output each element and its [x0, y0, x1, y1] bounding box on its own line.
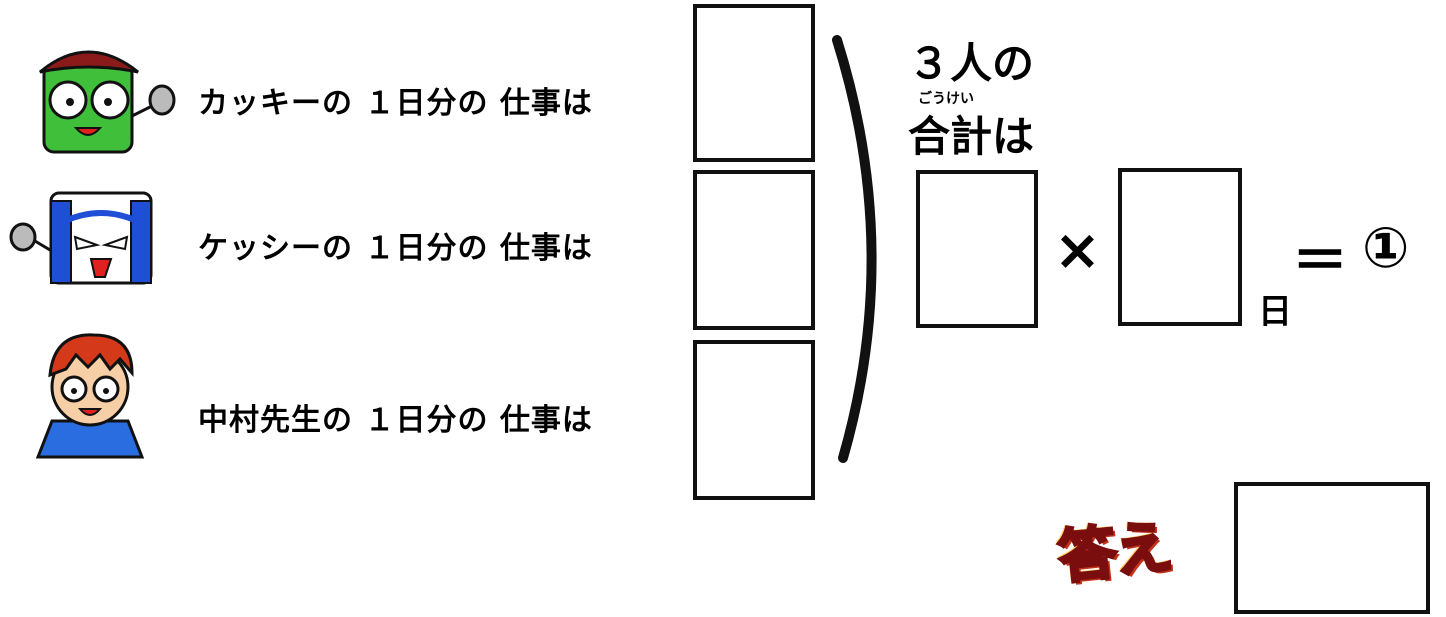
total-line1: ３人の — [908, 39, 1035, 88]
row-label-nakamura: 中村先生の １日分の 仕事は — [198, 403, 593, 438]
days-box[interactable] — [1118, 168, 1242, 326]
row-label-kakki: カッキーの １日分の 仕事は — [198, 86, 593, 121]
total-line2: 合計は — [908, 112, 1035, 161]
answer-label: 答え — [1054, 511, 1176, 593]
day-unit: 日 — [1258, 292, 1292, 332]
kesshi-daily-work-box[interactable] — [693, 170, 815, 330]
nakamura-daily-work-box[interactable] — [693, 340, 815, 500]
times-sign: × — [1054, 218, 1101, 283]
answer-box[interactable] — [1234, 482, 1430, 614]
circled-one-marker: ① — [1362, 216, 1410, 281]
kakki-daily-work-box[interactable] — [693, 4, 815, 162]
total-ruby: ごうけい — [918, 91, 974, 107]
closing-bracket — [832, 35, 877, 463]
teacher-avatar — [35, 333, 145, 459]
white-blue-character-avatar — [9, 191, 153, 285]
row-label-kesshi: ケッシーの １日分の 仕事は — [198, 231, 593, 266]
total-daily-work-box[interactable] — [916, 170, 1038, 328]
equals-sign: ＝ — [1292, 229, 1348, 294]
green-character-avatar — [39, 50, 176, 154]
